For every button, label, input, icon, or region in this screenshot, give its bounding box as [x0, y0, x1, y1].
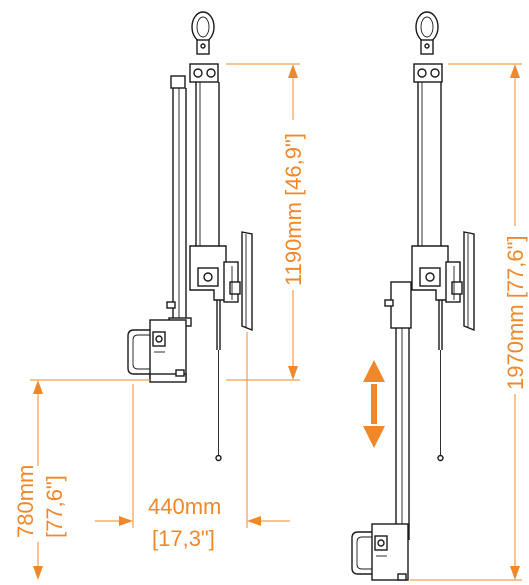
right-view-extended [351, 11, 475, 581]
right-bolt-icon [430, 68, 440, 78]
left-lifting-ring [191, 11, 215, 55]
right-bolt-icon [417, 68, 427, 78]
right-handle [351, 523, 409, 581]
height-total-label: 1970mm [77,6"] [503, 235, 528, 390]
left-bolt-icon [206, 68, 216, 78]
right-extended-tube [384, 281, 412, 540]
height-upper-label: 1190mm [46,9"] [281, 133, 306, 286]
width-mm-label: 440mm [148, 494, 221, 519]
extension-mm-label: 780mm [13, 465, 38, 538]
dimension-780 [30, 379, 150, 580]
right-mount-assembly [411, 231, 475, 332]
left-hook [166, 301, 176, 309]
dimension-1970 [410, 63, 522, 581]
dimension-1190 [226, 63, 300, 381]
left-bolt-icon [193, 68, 203, 78]
width-in-label: [17,3"] [152, 526, 215, 551]
right-main-column [417, 82, 442, 258]
left-main-column [195, 82, 220, 258]
left-view-retracted [127, 11, 253, 462]
left-mount-assembly [189, 231, 253, 332]
left-secondary-tube [170, 75, 187, 320]
extension-in-label: [77,6"] [42, 475, 67, 538]
right-rod [437, 300, 444, 462]
right-lifting-ring [415, 11, 439, 55]
extend-arrow-icon [363, 360, 385, 448]
left-rod [215, 300, 222, 462]
left-handle [127, 319, 187, 383]
dimension-440 [95, 332, 290, 528]
